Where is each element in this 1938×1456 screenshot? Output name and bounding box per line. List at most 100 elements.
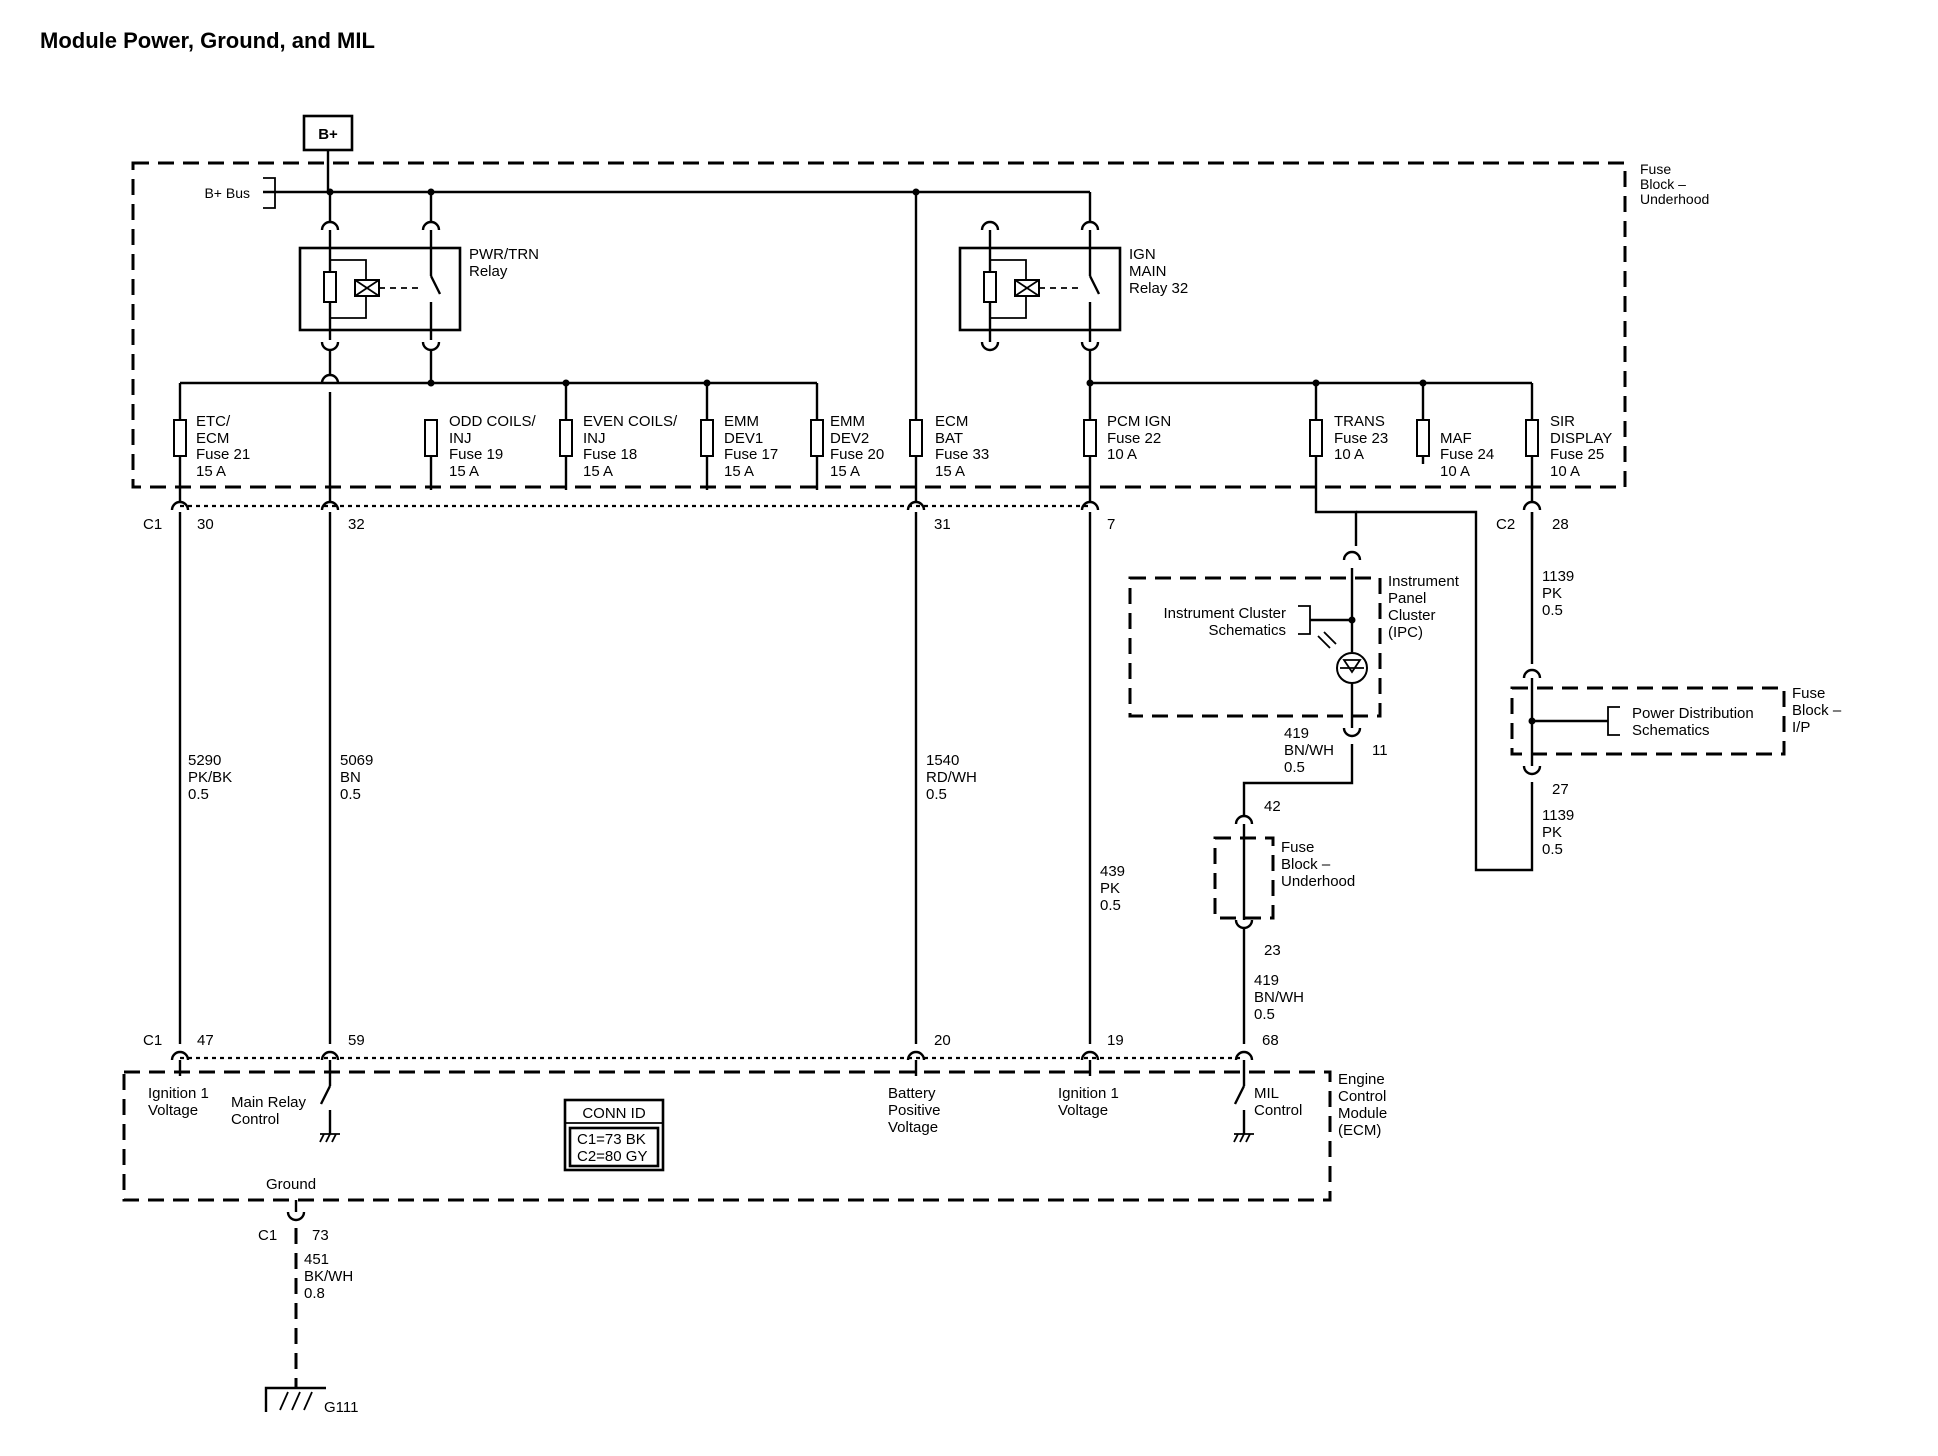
ecm-module: Ignition 1 Voltage Main Relay Control Ba… [122,1060,1387,1202]
svg-text:0.5: 0.5 [188,786,209,803]
svg-text:1139: 1139 [1542,568,1574,585]
svg-text:Control: Control [1338,1088,1386,1105]
svg-text:C2=80 GY: C2=80 GY [577,1148,647,1165]
fuse-odd-coils: ODD COILS/ INJ Fuse 19 15 A [424,413,537,490]
svg-text:42: 42 [1264,798,1281,815]
svg-text:Fuse 24: Fuse 24 [1440,446,1494,463]
svg-text:Fuse 25: Fuse 25 [1550,446,1604,463]
fuse-emm-dev2: EMM DEV2 Fuse 20 15 A [810,383,884,490]
svg-text:15 A: 15 A [196,463,226,480]
svg-text:0.5: 0.5 [1254,1006,1275,1023]
svg-text:PWR/TRN: PWR/TRN [469,246,539,263]
svg-text:419: 419 [1254,972,1279,989]
svg-text:MAIN: MAIN [1129,263,1167,280]
battery-label: B+ [318,126,338,143]
svg-text:0.5: 0.5 [1100,897,1121,914]
svg-text:Instrument Cluster: Instrument Cluster [1163,605,1286,622]
fuse-ecm-bat: ECM BAT Fuse 33 15 A [909,413,989,502]
svg-text:32: 32 [348,516,365,533]
svg-text:Ignition 1: Ignition 1 [1058,1085,1119,1102]
svg-text:Schematics: Schematics [1632,722,1710,739]
svg-text:Block –: Block – [1792,702,1842,719]
svg-text:10 A: 10 A [1550,463,1580,480]
svg-text:EMM: EMM [724,413,759,430]
svg-text:Power Distribution: Power Distribution [1632,705,1754,722]
svg-text:DEV2: DEV2 [830,430,869,447]
ign-main-relay: IGN MAIN Relay 32 [958,220,1188,352]
svg-text:Schematics: Schematics [1208,622,1286,639]
svg-text:Control: Control [231,1111,279,1128]
ipc-module: Instrument Panel Cluster (IPC) Instrumen… [1128,568,1460,759]
svg-text:ECM: ECM [196,430,229,447]
svg-text:15 A: 15 A [583,463,613,480]
svg-text:0.5: 0.5 [1542,602,1563,619]
svg-text:Cluster: Cluster [1388,607,1436,624]
fuse-block-underhood-label: Fuse Block – Underhood [1640,161,1709,207]
fuse-etc-ecm: ETC/ ECM Fuse 21 15 A [173,383,250,502]
svg-text:7: 7 [1107,516,1115,533]
svg-text:0.5: 0.5 [926,786,947,803]
top-connector: C1 30 32 31 7 C2 28 [143,500,1569,533]
svg-text:Fuse 22: Fuse 22 [1107,430,1161,447]
svg-text:5290: 5290 [188,752,221,769]
svg-text:BK/WH: BK/WH [304,1268,353,1285]
svg-text:5069: 5069 [340,752,373,769]
svg-text:1540: 1540 [926,752,959,769]
bottom-connector: C1 47 59 20 19 68 [143,1032,1279,1062]
fuse-maf: MAF Fuse 24 10 A [1416,383,1494,480]
svg-text:Instrument: Instrument [1388,573,1460,590]
conn-id-box: CONN ID C1=73 BK C2=80 GY [563,1098,665,1172]
svg-text:ECM: ECM [935,413,968,430]
svg-text:Main Relay: Main Relay [231,1094,307,1111]
svg-text:BN/WH: BN/WH [1284,742,1334,759]
svg-text:Fuse 33: Fuse 33 [935,446,989,463]
svg-text:Ground: Ground [266,1176,316,1193]
svg-text:30: 30 [197,516,214,533]
svg-text:EVEN COILS/: EVEN COILS/ [583,413,678,430]
svg-text:DEV1: DEV1 [724,430,763,447]
svg-text:Panel: Panel [1388,590,1426,607]
svg-text:Fuse 18: Fuse 18 [583,446,637,463]
svg-text:Voltage: Voltage [1058,1102,1108,1119]
svg-text:BN/WH: BN/WH [1254,989,1304,1006]
svg-text:Underhood: Underhood [1640,191,1709,207]
svg-text:28: 28 [1552,516,1569,533]
svg-text:Fuse 19: Fuse 19 [449,446,503,463]
svg-text:(ECM): (ECM) [1338,1122,1381,1139]
svg-text:Underhood: Underhood [1281,873,1355,890]
pwr-trn-relay: PWR/TRN Relay [298,192,539,352]
svg-text:Fuse: Fuse [1281,839,1314,856]
wire-419-upper: 419 BN/WH 0.5 [1284,725,1334,776]
svg-text:Fuse 23: Fuse 23 [1334,430,1388,447]
svg-text:Positive: Positive [888,1102,941,1119]
svg-text:10 A: 10 A [1107,446,1137,463]
svg-text:1139: 1139 [1542,807,1574,824]
svg-text:INJ: INJ [583,430,606,447]
svg-text:Block –: Block – [1281,856,1331,873]
svg-text:15 A: 15 A [935,463,965,480]
svg-text:IGN: IGN [1129,246,1156,263]
fuse-even-coils: EVEN COILS/ INJ Fuse 18 15 A [559,383,678,490]
svg-text:PK: PK [1542,824,1562,841]
svg-text:0.5: 0.5 [1284,759,1305,776]
svg-text:BN: BN [340,769,361,786]
svg-text:DISPLAY: DISPLAY [1550,430,1612,447]
svg-text:C2: C2 [1496,516,1515,533]
wire-5069: 5069 BN 0.5 [340,752,373,803]
fuse-block-underhood-outline [131,161,1627,489]
wire-439: 439 PK 0.5 [1100,863,1125,914]
svg-text:PK: PK [1542,585,1562,602]
svg-text:ETC/: ETC/ [196,413,231,430]
svg-text:0.5: 0.5 [340,786,361,803]
svg-text:(IPC): (IPC) [1388,624,1423,641]
svg-text:I/P: I/P [1792,719,1810,736]
svg-text:C1=73 BK: C1=73 BK [577,1131,646,1148]
svg-text:73: 73 [312,1227,329,1244]
svg-text:Relay: Relay [469,263,508,280]
svg-text:Voltage: Voltage [148,1102,198,1119]
svg-text:20: 20 [934,1032,951,1049]
svg-text:439: 439 [1100,863,1125,880]
wire-1139-upper: 1139 PK 0.5 [1542,568,1574,619]
svg-text:EMM: EMM [830,413,865,430]
